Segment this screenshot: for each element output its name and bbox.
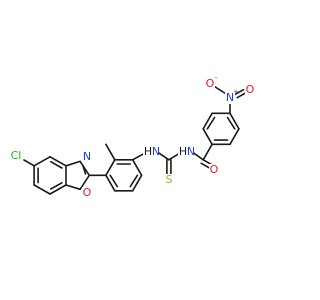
nitro-nitrogen-label: N bbox=[226, 91, 234, 104]
thione-sulfur-label: S bbox=[166, 173, 173, 186]
carbonyl-oxygen-label: O bbox=[210, 163, 219, 176]
nitro-oxygen-right-label: O bbox=[246, 83, 255, 96]
oxazole-oxygen-label: O bbox=[83, 186, 92, 199]
bonds bbox=[23, 83, 247, 195]
molecule-structure: Cl N O H N H N S O N + O - O bbox=[11, 74, 255, 199]
nitro-oxygen-top-label: O bbox=[206, 77, 215, 90]
nitro-plus-charge: + bbox=[233, 88, 239, 96]
amide-h-label: H bbox=[179, 145, 187, 158]
atom-labels: Cl N O H N H N S O N + O - O bbox=[11, 74, 255, 199]
amide-nitrogen-label: N bbox=[187, 145, 195, 158]
nitro-minus-charge: - bbox=[215, 74, 218, 82]
amine-nitrogen-label: N bbox=[152, 145, 160, 158]
oxazole-nitrogen-label: N bbox=[83, 150, 91, 163]
chlorine-label: Cl bbox=[11, 149, 22, 162]
amine-h-label: H bbox=[144, 145, 152, 158]
